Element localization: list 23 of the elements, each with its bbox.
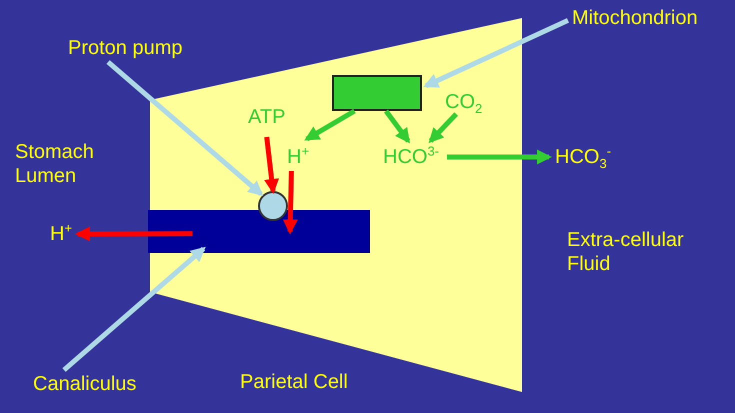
label-text: Mitochondrion (572, 6, 698, 30)
arrow (428, 112, 458, 144)
ion-label: H$^{+}$ (287, 145, 310, 169)
arrow (75, 226, 192, 242)
arrow (384, 110, 410, 144)
molecule-label: CO$_{2}$ (445, 90, 482, 114)
label-text: Proton pump (68, 36, 183, 60)
arrow (447, 150, 552, 164)
molecule-label: ATP (248, 105, 286, 129)
arrow (62, 246, 206, 372)
ion-label: H$^{+}$ (50, 222, 72, 246)
label-text: Canaliculus (33, 372, 136, 396)
arrow (282, 170, 298, 234)
arrow (304, 108, 356, 142)
canaliculus-bar (148, 210, 370, 253)
arrow (264, 136, 280, 194)
region-label: Extra-cellular Fluid (567, 228, 685, 276)
arrow (106, 60, 264, 196)
mitochondrion-box (332, 75, 422, 111)
arrow (423, 18, 570, 88)
region-label: Parietal Cell (240, 370, 349, 394)
ion-label: HCO$^{3-}$ (383, 145, 440, 169)
region-label: Stomach Lumen (15, 140, 95, 188)
